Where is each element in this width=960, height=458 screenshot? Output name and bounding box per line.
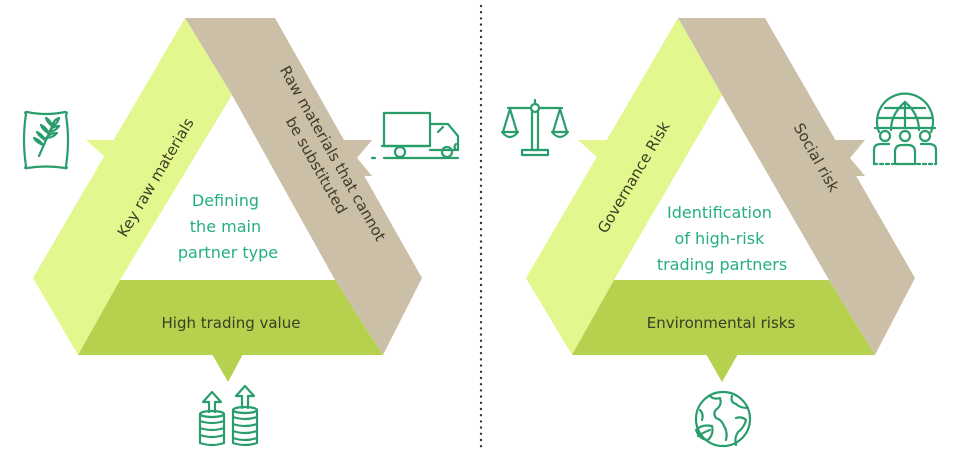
bottom-band-label: High trading value (162, 314, 301, 332)
earth-leaf-icon (694, 390, 752, 448)
center-title: Identification of high-risk trading part… (657, 203, 787, 274)
center-title: Defining the main partner type (178, 191, 278, 262)
rising-coins-icon (198, 384, 259, 447)
left-band (526, 18, 722, 355)
left-band (33, 18, 232, 355)
right-band-pointer (828, 140, 865, 176)
balance-scale-icon (500, 98, 570, 157)
right-band (678, 18, 915, 355)
bottom-band (78, 280, 383, 355)
right-band-pointer (335, 140, 372, 176)
grain-sack-icon (22, 110, 70, 170)
left-band-pointer (578, 140, 622, 176)
delivery-truck-icon (370, 111, 460, 160)
bottom-band-pointer (706, 354, 738, 382)
bottom-band-label: Environmental risks (647, 314, 796, 332)
bottom-band-pointer (212, 354, 243, 382)
partner-type-diagram: Key raw materials Raw materials that can… (22, 18, 460, 447)
right-band (185, 18, 422, 355)
high-risk-partner-diagram: Governance Risk Social risk Environmenta… (500, 18, 938, 448)
global-community-icon (872, 92, 938, 166)
left-band-pointer (86, 140, 130, 176)
bottom-band (572, 280, 875, 355)
